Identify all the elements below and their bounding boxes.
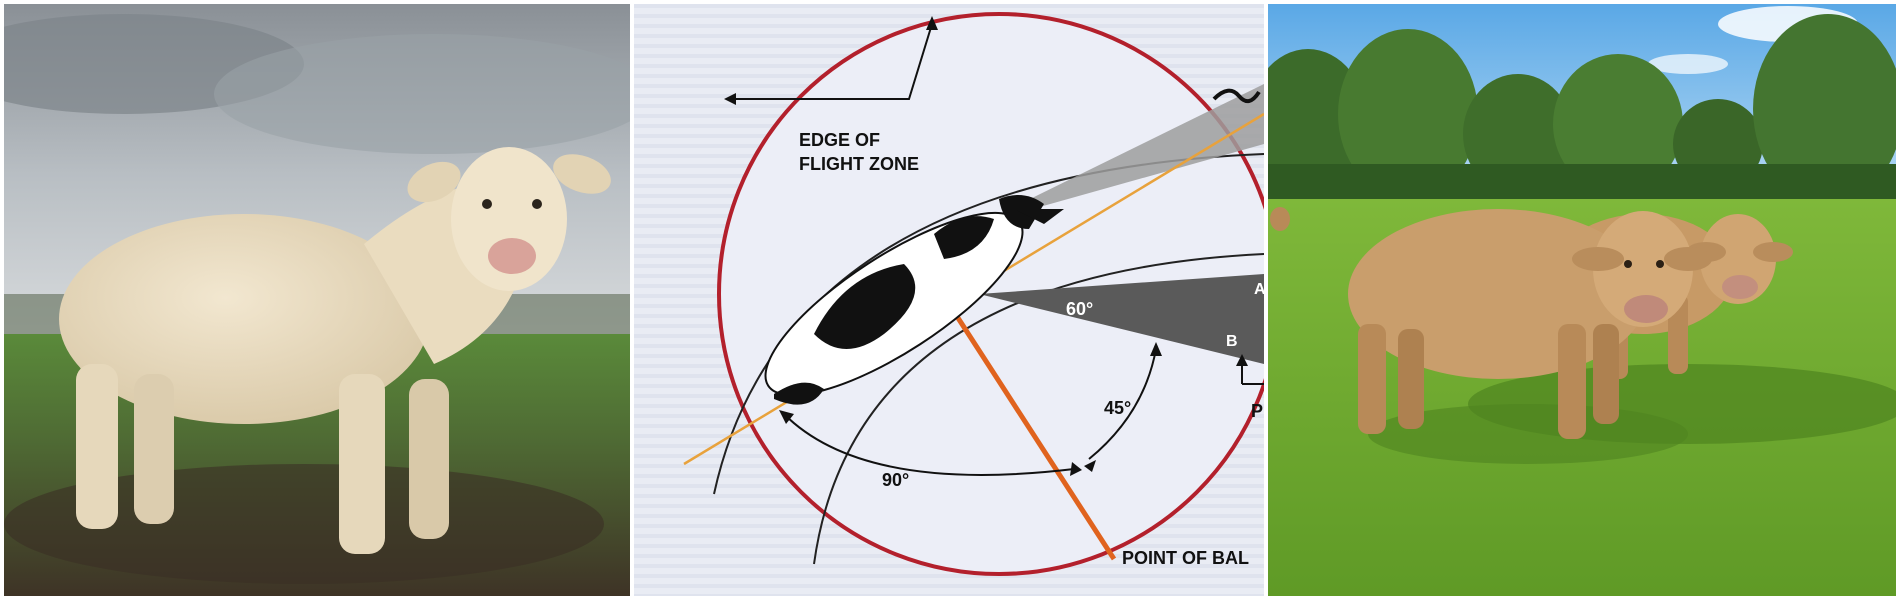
bull-front	[1348, 209, 1712, 439]
diagram-canvas: EDGE OF FLIGHT ZONE 60° 45° 90° B A P PO…	[634, 4, 1264, 596]
cream-bull-illustration	[4, 4, 630, 596]
edge-label-line2: FLIGHT ZONE	[799, 154, 919, 174]
bull-body	[59, 214, 429, 424]
angle-45-label: 45°	[1104, 398, 1131, 418]
photo-cream-bull	[4, 4, 630, 596]
cloud	[214, 34, 630, 154]
arrowhead-up	[926, 16, 938, 30]
point-of-balance-line	[946, 302, 1117, 561]
arrowhead-left	[724, 93, 736, 105]
edge-leader-line	[864, 23, 933, 100]
bull-eye	[482, 199, 492, 209]
bull-ear	[407, 161, 461, 203]
bull-leg	[76, 364, 118, 529]
distant-cow	[1270, 207, 1290, 231]
cow-top-view	[764, 195, 1064, 405]
handler-figure-partial	[1212, 88, 1261, 104]
angle-90-label: 90°	[882, 470, 909, 490]
arrowhead	[1084, 460, 1096, 472]
bull-ear	[553, 154, 611, 194]
point-a-label-partial: A	[1254, 281, 1264, 298]
blind-spot-wedge	[979, 274, 1264, 364]
cloud	[1648, 54, 1728, 74]
edge-label-line1: EDGE OF	[799, 130, 880, 150]
arrowhead	[1070, 462, 1082, 476]
arrowhead	[1150, 342, 1162, 356]
photo-two-bulls	[1268, 4, 1896, 596]
two-bulls-illustration	[1268, 4, 1896, 596]
point-b-label: B	[1226, 333, 1238, 350]
bull-muzzle	[488, 238, 536, 274]
angle-45-arc	[1088, 348, 1157, 460]
arrowhead	[1236, 354, 1248, 366]
point-p-label-partial: P	[1251, 401, 1263, 421]
treeline	[1268, 14, 1896, 204]
bull-leg	[339, 374, 385, 554]
inner-arc	[813, 253, 1264, 565]
arrowhead	[779, 410, 794, 424]
bull-eye	[532, 199, 542, 209]
angle-90-arc	[783, 413, 1075, 476]
bull-head	[451, 147, 567, 291]
bull-leg	[134, 374, 174, 524]
flight-zone-diagram: EDGE OF FLIGHT ZONE 60° 45° 90° B A P PO…	[634, 4, 1264, 596]
point-of-balance-label: POINT OF BAL	[1122, 548, 1249, 568]
bull-leg	[409, 379, 449, 539]
angle-60-label: 60°	[1066, 299, 1093, 319]
vision-wedge	[979, 84, 1264, 224]
